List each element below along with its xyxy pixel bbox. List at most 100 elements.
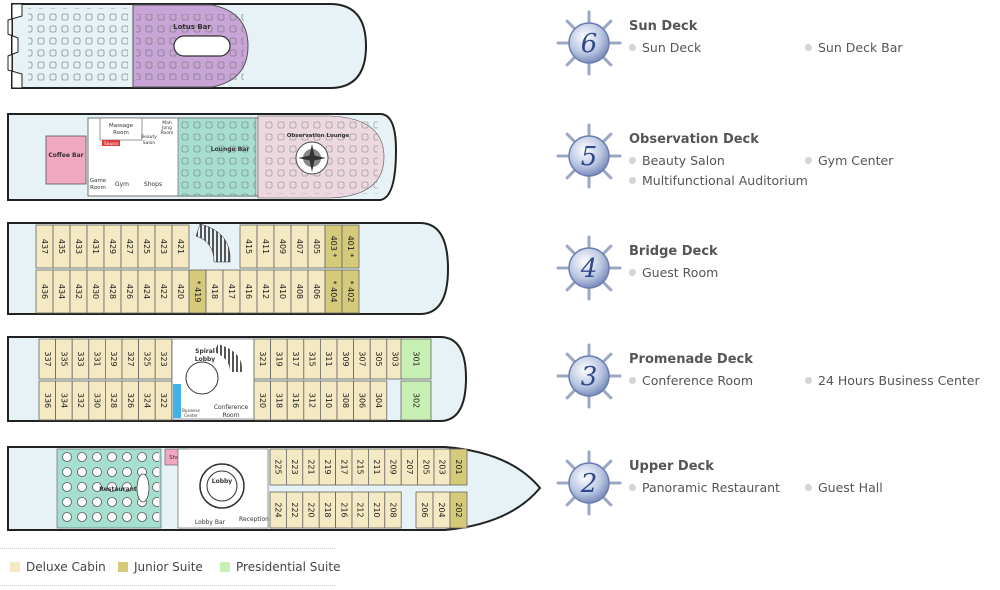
cabin-317[interactable]: 317	[286, 338, 305, 380]
cabin-324[interactable]: 324	[138, 380, 156, 421]
cabin-312[interactable]: 312	[303, 380, 321, 421]
cabin-203[interactable]: 203	[433, 448, 451, 486]
cabin-406[interactable]: 406	[307, 269, 326, 314]
cabin-319[interactable]: 319	[270, 338, 288, 380]
cabin-216[interactable]: 216	[335, 491, 353, 529]
cabin-332[interactable]: 332	[71, 380, 90, 421]
cabin-206[interactable]: 206	[415, 491, 434, 529]
cabin-421[interactable]: 421	[171, 224, 190, 269]
cabin-423[interactable]: 423	[154, 224, 173, 269]
cabin-217[interactable]: 217	[335, 448, 353, 486]
cabin-335[interactable]: 335	[55, 338, 73, 380]
cabin-208[interactable]: 208	[384, 491, 402, 529]
cabin-218[interactable]: 218	[318, 491, 337, 529]
cabin-418[interactable]: 418	[205, 269, 224, 314]
cabin-307[interactable]: 307	[353, 338, 371, 380]
cabin-417[interactable]: 417	[222, 269, 241, 314]
cabin-220[interactable]: 220	[302, 491, 320, 529]
cabin-204[interactable]: 204	[432, 491, 451, 529]
deck-name: Sun Deck	[629, 19, 698, 34]
cabin-219[interactable]: 219	[318, 448, 337, 486]
cabin-302[interactable]: 302	[400, 380, 432, 421]
cabin-311[interactable]: 311	[319, 338, 338, 380]
cabin-424[interactable]: 424	[137, 269, 156, 314]
cabin-336[interactable]: 336	[38, 380, 57, 421]
cabin-222[interactable]: 222	[285, 491, 304, 529]
cabin-428[interactable]: 428	[103, 269, 122, 314]
cabin-215[interactable]: 215	[351, 448, 369, 486]
cabin-430[interactable]: 430	[86, 269, 105, 314]
cabin-207[interactable]: 207	[400, 448, 419, 486]
cabin-224[interactable]: 224	[269, 491, 287, 529]
cabin-327[interactable]: 327	[121, 338, 140, 380]
cabin-320[interactable]: 320	[253, 380, 272, 421]
svg-text:Room: Room	[161, 130, 174, 136]
cabin-201[interactable]: 201	[449, 448, 468, 486]
cabin-333[interactable]: 333	[71, 338, 90, 380]
cabin-425[interactable]: 425	[137, 224, 156, 269]
cabin-433[interactable]: 433	[69, 224, 88, 269]
cabin-404[interactable]: * 404	[324, 269, 343, 314]
cabin-402[interactable]: * 402	[341, 269, 360, 314]
cabin-202[interactable]: 202	[449, 491, 468, 529]
cabin-334[interactable]: 334	[55, 380, 73, 421]
cabin-310[interactable]: 310	[319, 380, 338, 421]
cabin-420[interactable]: 420	[171, 269, 190, 314]
cabin-432[interactable]: 432	[69, 269, 88, 314]
cabin-411[interactable]: 411	[256, 224, 275, 269]
cabin-323[interactable]: 323	[154, 338, 173, 380]
cabin-212[interactable]: 212	[351, 491, 369, 529]
cabin-223[interactable]: 223	[285, 448, 304, 486]
cabin-322[interactable]: 322	[154, 380, 173, 421]
cabin-431[interactable]: 431	[86, 224, 105, 269]
cabin-403[interactable]: 403 *	[324, 224, 343, 269]
cabin-331[interactable]: 331	[88, 338, 106, 380]
cabin-408[interactable]: 408	[290, 269, 309, 314]
cabin-316[interactable]: 316	[286, 380, 305, 421]
cabin-306[interactable]: 306	[353, 380, 371, 421]
cabin-401[interactable]: 401 *	[341, 224, 360, 269]
cabin-410[interactable]: 410	[273, 269, 292, 314]
cabin-415[interactable]: 415	[239, 224, 258, 269]
cabin-436[interactable]: 436	[35, 269, 54, 314]
cabin-315[interactable]: 315	[303, 338, 321, 380]
cabin-318[interactable]: 318	[270, 380, 288, 421]
cabin-209[interactable]: 209	[384, 448, 402, 486]
cabin-328[interactable]: 328	[105, 380, 123, 421]
cabin-210[interactable]: 210	[367, 491, 386, 529]
cabin-329[interactable]: 329	[105, 338, 123, 380]
cabin-427[interactable]: 427	[120, 224, 139, 269]
cabin-437[interactable]: 437	[35, 224, 54, 269]
cabin-409[interactable]: 409	[273, 224, 292, 269]
cabin-419[interactable]: * 419	[188, 269, 207, 314]
cabin-309[interactable]: 309	[336, 338, 355, 380]
cabin-434[interactable]: 434	[52, 269, 71, 314]
cabin-221[interactable]: 221	[302, 448, 320, 486]
cabin-416[interactable]: 416	[239, 269, 258, 314]
cabin-211[interactable]: 211	[367, 448, 386, 486]
cabin-225[interactable]: 225	[269, 448, 287, 486]
cabin-305[interactable]: 305	[369, 338, 388, 380]
cabin-325[interactable]: 325	[138, 338, 156, 380]
cabin-308[interactable]: 308	[336, 380, 355, 421]
cabin-205[interactable]: 205	[417, 448, 435, 486]
cabin-330[interactable]: 330	[88, 380, 106, 421]
cabin-407[interactable]: 407	[290, 224, 309, 269]
cabin-301[interactable]: 301	[400, 338, 432, 380]
cabin-326[interactable]: 326	[121, 380, 140, 421]
cabin-304[interactable]: 304	[369, 380, 388, 421]
cabin-422[interactable]: 422	[154, 269, 173, 314]
cabin-429[interactable]: 429	[103, 224, 122, 269]
cabin-426[interactable]: 426	[120, 269, 139, 314]
cabin-321[interactable]: 321	[253, 338, 272, 380]
cabin-337[interactable]: 337	[38, 338, 57, 380]
cabin-405[interactable]: 405	[307, 224, 326, 269]
cabin-412[interactable]: 412	[256, 269, 275, 314]
cabin-435[interactable]: 435	[52, 224, 71, 269]
